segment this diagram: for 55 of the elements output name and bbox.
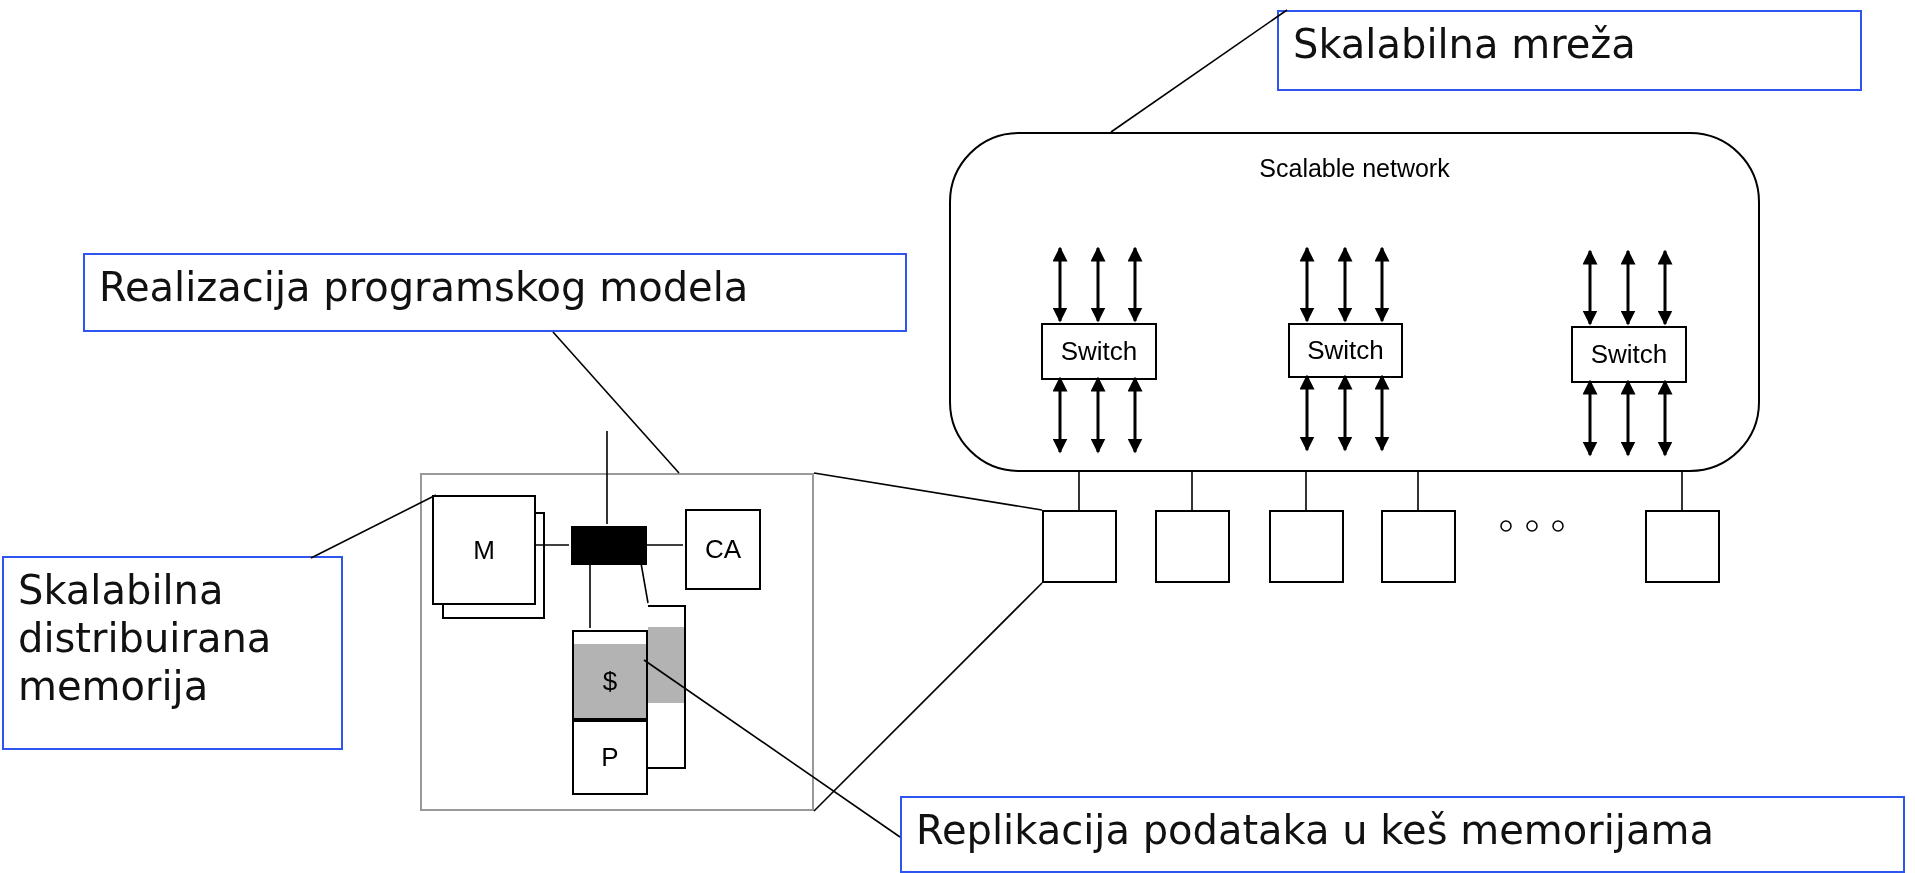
connector-line	[1417, 471, 1419, 511]
network-outline	[949, 132, 1760, 472]
connector-line	[589, 562, 591, 629]
connector-line	[640, 562, 649, 604]
double-arrow	[1127, 246, 1143, 323]
callout-label: Skalabilna distribuirana memorija	[2, 556, 343, 750]
zoom-line	[813, 472, 1043, 511]
double-arrow	[1090, 246, 1106, 323]
double-arrow	[1582, 379, 1598, 457]
double-arrow	[1052, 246, 1068, 323]
switch-box: Switch	[1571, 326, 1687, 383]
double-arrow	[1620, 379, 1636, 457]
detail-frame	[420, 473, 814, 811]
leader-line	[1110, 9, 1288, 133]
double-arrow	[1052, 376, 1068, 454]
processor-cell: P	[572, 720, 648, 795]
node-box	[1269, 510, 1344, 583]
node-box	[1645, 510, 1720, 583]
node-box	[1381, 510, 1456, 583]
cache-cell: $	[572, 630, 648, 720]
processor-card	[648, 605, 686, 769]
connector-line	[1191, 471, 1193, 511]
double-arrow	[1090, 376, 1106, 454]
double-arrow	[1582, 249, 1598, 326]
connector-line	[1305, 471, 1307, 511]
double-arrow	[1374, 246, 1390, 323]
double-arrow	[1299, 374, 1315, 452]
connector-line	[1078, 471, 1080, 511]
double-arrow	[1299, 246, 1315, 323]
leader-line	[310, 494, 437, 559]
node-box	[1042, 510, 1117, 583]
double-arrow	[1657, 249, 1673, 326]
leader-line	[643, 659, 901, 838]
zoom-line	[813, 582, 1043, 812]
network-label: Scalable network	[1258, 154, 1451, 183]
double-arrow	[1127, 376, 1143, 454]
callout-label: Realizacija programskog modela	[83, 253, 907, 332]
connector-line	[644, 544, 684, 546]
connector-line	[533, 544, 570, 546]
double-arrow	[1374, 374, 1390, 452]
switch-box: Switch	[1288, 323, 1403, 378]
double-arrow	[1620, 249, 1636, 326]
connector-line	[606, 430, 608, 525]
leader-line	[552, 331, 680, 474]
connector-line	[1681, 471, 1683, 511]
bus-bar	[571, 526, 647, 565]
double-arrow	[1337, 374, 1353, 452]
node-box	[1155, 510, 1230, 583]
switch-box: Switch	[1041, 323, 1157, 380]
double-arrow	[1657, 379, 1673, 457]
double-arrow	[1337, 246, 1353, 323]
memory-module: M	[432, 495, 536, 605]
callout-label: Skalabilna mreža	[1277, 10, 1862, 91]
callout-label: Replikacija podataka u keš memorijama	[900, 796, 1905, 873]
communication-assist-box: CA	[685, 509, 761, 590]
